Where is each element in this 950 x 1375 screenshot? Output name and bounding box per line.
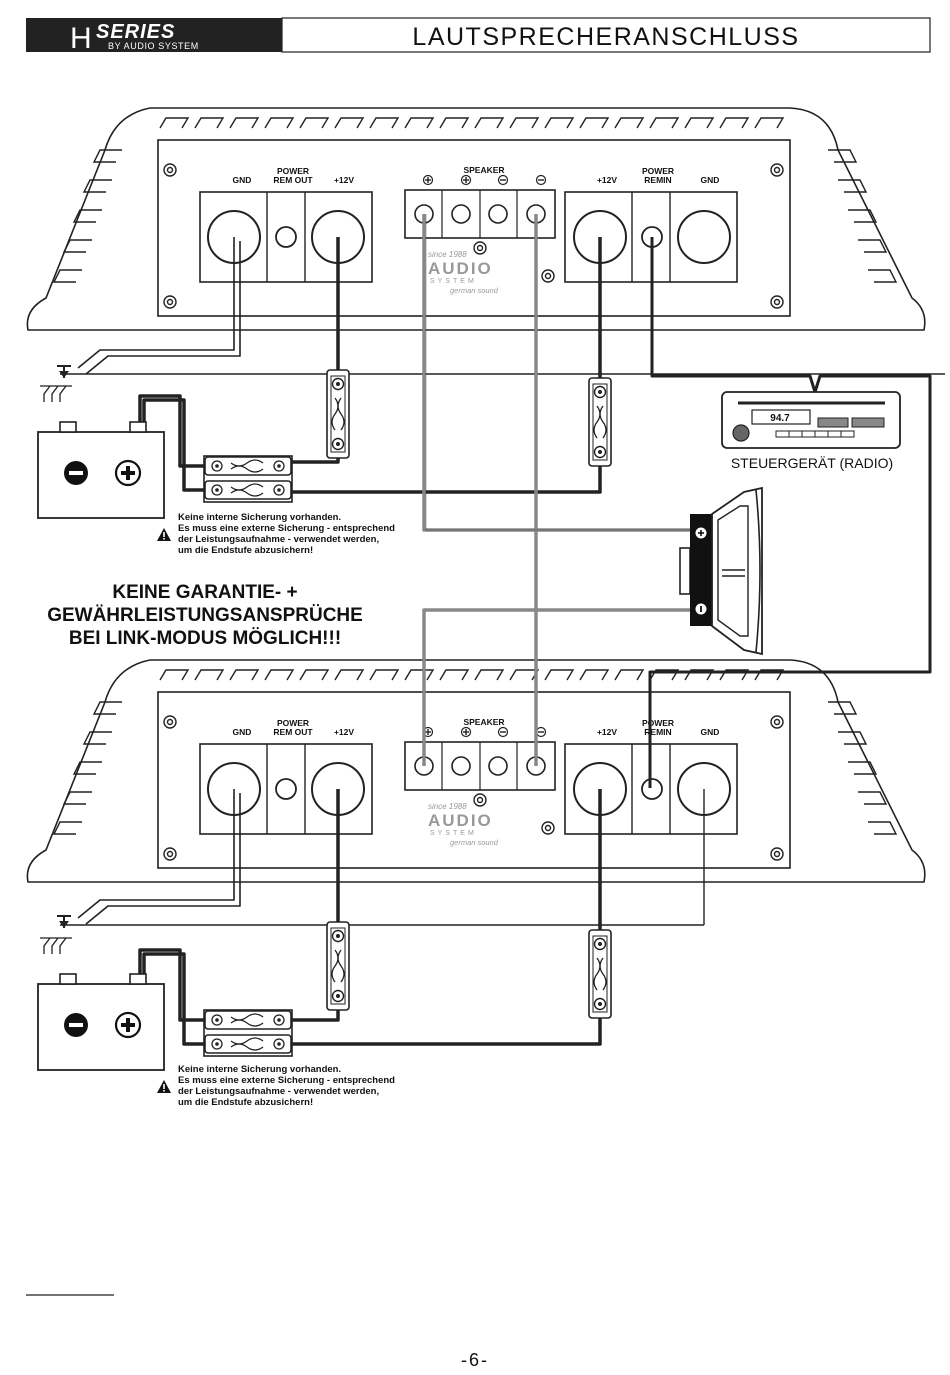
logo-box (26, 18, 282, 52)
link-mode-warning: KEINE GARANTIE- + GEWÄHRLEISTUNGSANSPRÜC… (47, 582, 363, 649)
amp1-brand-since: since 1988 (428, 250, 467, 259)
logo-letter: H (70, 22, 92, 55)
amp1-note-line1: Keine interne Sicherung vorhanden. (178, 512, 341, 523)
amp2-gnd-left-label: GND (233, 727, 252, 737)
head-unit-radio: 94.7 STEUERGERÄT (RADIO) (721, 391, 901, 471)
amp1-ground-symbol (56, 365, 72, 379)
amp2-note-line3: der Leistungsaufnahme - verwendet werden… (178, 1086, 379, 1097)
amp1-fuse-12v-right (588, 377, 612, 467)
amp1-fuse-note: Keine interne Sicherung vorhanden. Es mu… (157, 512, 395, 556)
amp2-note-line1: Keine interne Sicherung vorhanden. (178, 1064, 341, 1075)
amp2-note-line2: Es muss eine externe Sicherung - entspre… (178, 1075, 395, 1086)
amp2-fuse-12v-right (588, 929, 612, 1019)
amp2-brand-audio: AUDIO (428, 811, 493, 830)
amp1-12v-left-label: +12V (334, 175, 354, 185)
amp1-speaker-label: SPEAKER (463, 165, 504, 175)
page-title: LAUTSPRECHERANSCHLUSS (412, 23, 799, 51)
warning-line2: GEWÄHRLEISTUNGSANSPRÜCHE (47, 605, 363, 626)
amp2-ground-symbol (56, 915, 72, 929)
amp2-brand-logo: since 1988 AUDIO SYSTEM german sound (428, 802, 499, 847)
amp2-remin-label: REMIN (644, 727, 671, 737)
amplifier-1: GND POWER REM OUT +12V SPEAKER +12V POWE… (26, 107, 926, 331)
amp2-note-line4: um die Endstufe abzusichern! (178, 1097, 313, 1108)
amp1-note-line4: um die Endstufe abzusichern! (178, 545, 313, 556)
amp1-note-line2: Es muss eine externe Sicherung - entspre… (178, 523, 395, 534)
amp1-note-line3: der Leistungsaufnahme - verwendet werden… (178, 534, 379, 545)
header: H SERIES BY AUDIO SYSTEM LAUTSPRECHERANS… (26, 17, 931, 55)
amp2-fuse-block (203, 1009, 293, 1057)
amp2-12v-left-label: +12V (334, 727, 354, 737)
amp1-power-label: POWER (277, 166, 309, 176)
amp2-brand-german: german sound (450, 838, 499, 847)
amplifier-2: GND POWER REM OUT +12V SPEAKER +12V POWE… (26, 659, 926, 883)
amp1-wiring (60, 214, 945, 788)
amp2-brand-since: since 1988 (428, 802, 467, 811)
amp1-gnd-right-label: GND (701, 175, 720, 185)
amp2-fuse-12v-left (326, 921, 350, 1011)
amp1-12v-right-label: +12V (597, 175, 617, 185)
amp2-power-right-label: POWER (642, 718, 674, 728)
amp2-gnd-right-label: GND (701, 727, 720, 737)
logo-by-audio-system: BY AUDIO SYSTEM (108, 41, 199, 51)
amp1-brand-german: german sound (450, 286, 499, 295)
amp2-12v-right-label: +12V (597, 727, 617, 737)
amp1-fuse-block (203, 455, 293, 503)
amp2-power-label: POWER (277, 718, 309, 728)
loudspeaker (679, 486, 763, 656)
amp2-fuse-note: Keine interne Sicherung vorhanden. Es mu… (157, 1064, 395, 1108)
amp1-brand-audio: AUDIO (428, 259, 493, 278)
amp1-fuse-12v-left (326, 369, 350, 459)
amp2-brand-system: SYSTEM (430, 830, 477, 837)
amp1-rem-out-label: REM OUT (273, 175, 313, 185)
amp1-brand-system: SYSTEM (430, 278, 477, 285)
radio-frequency: 94.7 (770, 413, 790, 424)
logo-series: SERIES (96, 21, 175, 43)
amp2-rem-out-label: REM OUT (273, 727, 313, 737)
title-box (281, 17, 931, 53)
amp2-speaker-label: SPEAKER (463, 717, 504, 727)
amp1-power-right-label: POWER (642, 166, 674, 176)
amp1-remin-label: REMIN (644, 175, 671, 185)
warning-line1: KEINE GARANTIE- + (112, 582, 297, 603)
amp2-wiring (60, 789, 705, 1046)
radio-label: STEUERGERÄT (RADIO) (731, 455, 893, 471)
amp1-brand-logo: since 1988 AUDIO SYSTEM german sound (428, 250, 499, 295)
amp1-gnd-left-label: GND (233, 175, 252, 185)
warning-line3: BEI LINK-MODUS MÖGLICH!!! (69, 628, 341, 649)
page-number: -6- (461, 1350, 489, 1370)
